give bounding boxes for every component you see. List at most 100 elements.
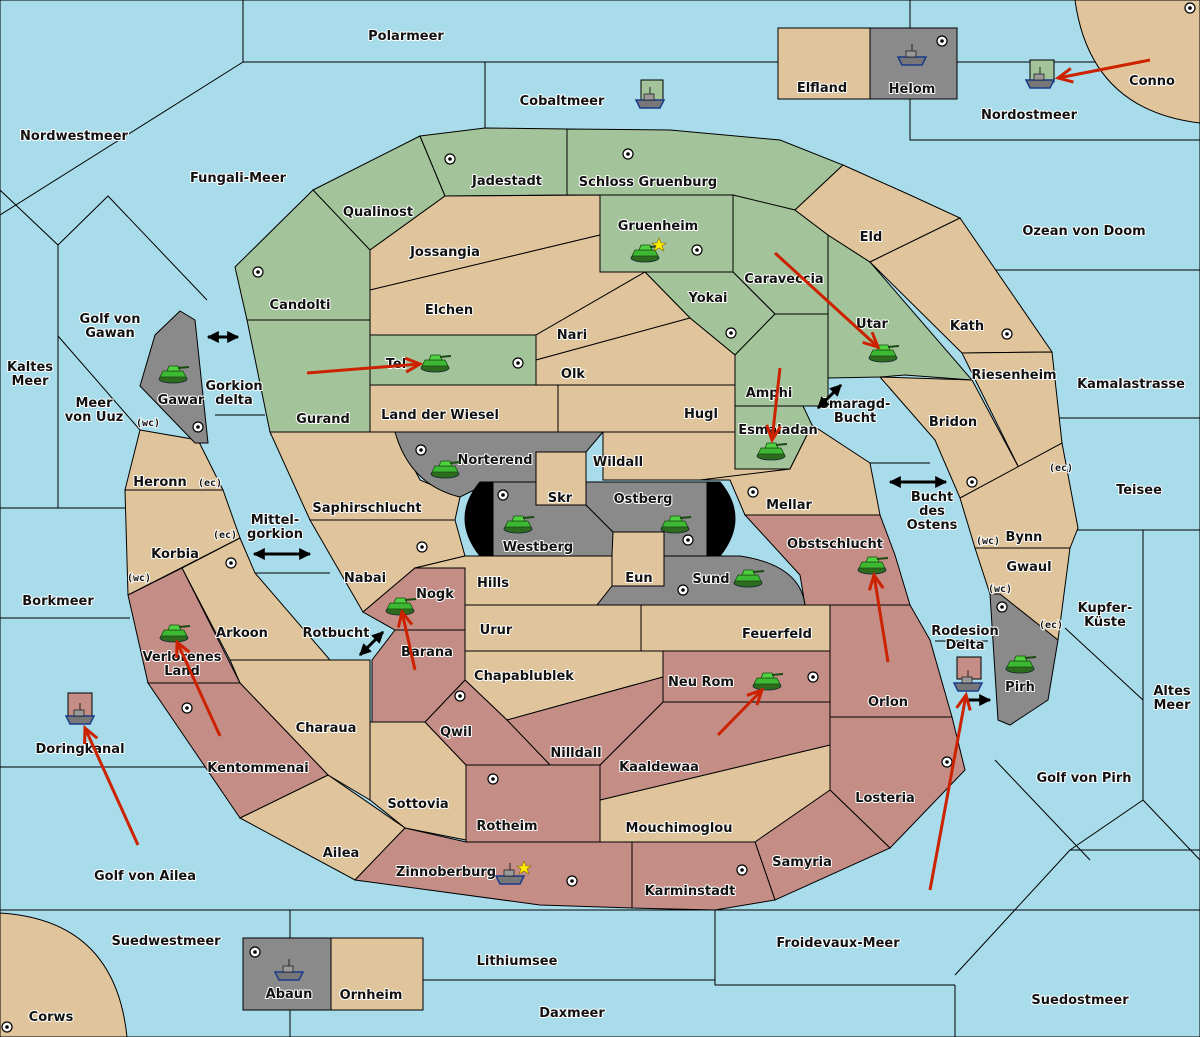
province-label-skr: Skr	[548, 491, 573, 506]
fleet-ship-icon[interactable]	[1024, 67, 1056, 89]
province-label-nabai: Nabai	[344, 571, 386, 586]
supply-center-icon	[497, 489, 509, 501]
province-label-gwaul: Gwaul	[1006, 560, 1051, 575]
army-tank-icon[interactable]	[630, 237, 667, 263]
province-label-kentommenai: Kentommenai	[207, 761, 308, 776]
province-label-yokai: Yokai	[687, 291, 727, 306]
sea-label-ozean-von-doom: Ozean von Doom	[1022, 224, 1145, 239]
province-barana[interactable]	[371, 629, 466, 723]
supply-center-icon	[512, 357, 524, 369]
army-tank-icon[interactable]	[420, 354, 452, 373]
army-tank-icon[interactable]	[733, 569, 765, 588]
province-label-norterend: Norterend	[457, 453, 532, 468]
army-tank-icon[interactable]	[1005, 655, 1037, 674]
province-label-nogk: Nogk	[416, 587, 454, 602]
army-tank-icon[interactable]	[857, 556, 889, 575]
order-arrow	[765, 367, 782, 444]
army-tank-icon[interactable]	[503, 515, 535, 534]
province-bynn[interactable]	[959, 442, 1079, 549]
army-tank-icon[interactable]	[660, 515, 692, 534]
province-mellar[interactable]	[699, 424, 881, 516]
fleet-ship-icon[interactable]	[896, 44, 928, 66]
province-label-chapablublek: Chapablublek	[474, 669, 574, 684]
province-norterend[interactable]	[394, 431, 605, 498]
supply-center-icon	[444, 153, 456, 165]
province-label-elfland: Elfland	[797, 81, 847, 96]
sea-label-mittel-gorkion: Mittel-gorkion	[247, 513, 303, 542]
supply-center-icon	[682, 534, 694, 546]
supply-center-icon	[252, 266, 264, 278]
army-tank-icon[interactable]	[756, 442, 788, 461]
province-losteria[interactable]	[829, 716, 966, 849]
army-tank-icon[interactable]	[385, 597, 417, 616]
province-label-gawar: Gawar	[158, 393, 205, 408]
province-sund[interactable]	[595, 555, 806, 606]
order-arrow	[773, 251, 881, 350]
supply-center-icon	[566, 875, 578, 887]
province-jossangia[interactable]	[369, 194, 601, 291]
sea-label-froidevaux-meer: Froidevaux-Meer	[776, 936, 900, 951]
units	[64, 44, 1056, 981]
province-label-qwil: Qwil	[440, 725, 472, 740]
sea-label-golf-von-ailea: Golf von Ailea	[94, 869, 196, 884]
sea-label-doringkanal: Doringkanal	[35, 742, 124, 757]
province-label-korbia: Korbia	[151, 547, 199, 562]
province-label-eun: Eun	[625, 571, 652, 586]
army-tank-icon[interactable]	[430, 460, 462, 479]
province-label-qualinost: Qualinost	[343, 205, 413, 220]
province-olk[interactable]	[535, 317, 736, 386]
fleet-ship-icon[interactable]	[273, 959, 305, 981]
province-kentommenai[interactable]	[147, 682, 329, 819]
sea-label-polarmeer: Polarmeer	[368, 29, 444, 44]
province-label-feuerfeld: Feuerfeld	[742, 627, 812, 642]
star-icon	[516, 860, 532, 875]
province-label-rotheim: Rotheim	[476, 819, 537, 834]
province-label-sund: Sund	[692, 572, 729, 587]
province-label-eld: Eld	[860, 230, 883, 245]
province-zinnoberburg[interactable]	[353, 827, 633, 909]
fleet-ship-icon[interactable]	[952, 670, 984, 692]
order-arrow	[83, 724, 140, 846]
army-tank-icon[interactable]	[868, 344, 900, 363]
labels: PolarmeerNordwestmeerFungali-MeerCobaltm…	[6, 28, 1192, 1026]
fleet-ship-icon[interactable]	[494, 860, 532, 885]
province-label-schloss-gruenburg: Schloss Gruenburg	[579, 175, 717, 190]
coast-labels: (wc)(ec)(ec)(wc)(ec)(wc)(wc)(ec)	[126, 417, 1074, 632]
sea-label-rotbucht: Rotbucht	[303, 626, 370, 641]
province-elfland[interactable]	[777, 27, 871, 100]
province-label-karminstadt: Karminstadt	[645, 884, 736, 899]
sea-label-kamalastrasse: Kamalastrasse	[1077, 377, 1185, 392]
province-ornheim[interactable]	[330, 937, 424, 1011]
supply-center-icon	[807, 671, 819, 683]
army-tank-icon[interactable]	[752, 672, 784, 691]
province-label-saphirschlucht: Saphirschlucht	[312, 501, 421, 516]
province-label-ailea: Ailea	[323, 846, 360, 861]
fleet-ship-icon[interactable]	[634, 87, 666, 109]
supply-center-icon	[725, 327, 737, 339]
order-arrows	[83, 58, 1151, 891]
army-tank-icon[interactable]	[158, 365, 190, 384]
province-karminstadt[interactable]	[631, 841, 776, 911]
coast-label: (ec)	[198, 478, 222, 489]
province-label-ostberg: Ostberg	[614, 492, 673, 507]
province-label-nari: Nari	[557, 328, 588, 343]
supply-center-icon	[622, 148, 634, 160]
fleet-ship-icon[interactable]	[64, 703, 96, 725]
supply-center-icon	[192, 421, 204, 433]
order-arrow	[867, 571, 890, 663]
province-label-land-der-wiesel: Land der Wiesel	[381, 408, 499, 423]
impassable-west	[464, 481, 494, 557]
coast-label: (ec)	[1049, 463, 1073, 474]
province-arkoon[interactable]	[181, 537, 332, 661]
sea-label-borkmeer: Borkmeer	[22, 594, 94, 609]
province-corws[interactable]	[0, 912, 128, 1037]
coast-label: (wc)	[136, 418, 160, 429]
province-label-candolti: Candolti	[270, 298, 331, 313]
province-label-neu-rom: Neu Rom	[668, 675, 734, 690]
army-tank-icon[interactable]	[159, 624, 191, 643]
